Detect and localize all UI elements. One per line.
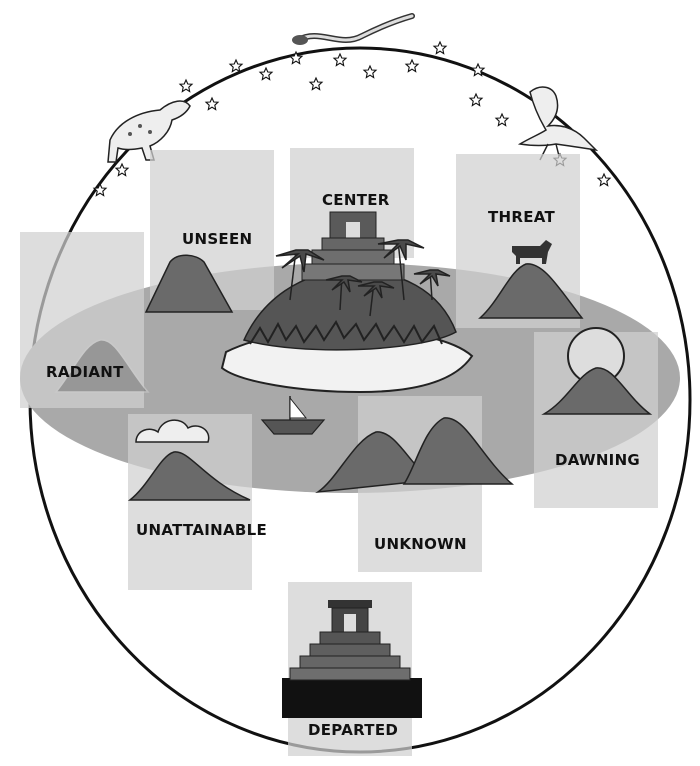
- jaguar-icon: [107, 100, 191, 163]
- departed-temple-icon: [282, 600, 422, 718]
- mountain-unattainable: [127, 419, 251, 501]
- palm-trees-icon: [275, 239, 451, 317]
- label-unknown: UNKNOWN: [374, 535, 467, 553]
- mountain-threat: [478, 240, 584, 319]
- mountain-dawning: [541, 327, 653, 415]
- label-unattainable: UNATTAINABLE: [136, 521, 268, 539]
- label-radiant: RADIANT: [46, 363, 124, 381]
- panel-unattainable: [128, 414, 252, 590]
- serpent-icon: [292, 13, 415, 45]
- label-departed: DEPARTED: [308, 721, 399, 739]
- label-unseen: UNSEEN: [182, 230, 253, 248]
- label-threat: THREAT: [488, 208, 556, 226]
- label-dawning: DAWNING: [555, 451, 641, 469]
- mountain-unknown: [315, 417, 514, 494]
- mountain-unseen: [144, 254, 234, 313]
- boat-icon: [260, 396, 326, 435]
- bull-icon: [512, 240, 552, 264]
- mountain-radiant: [54, 339, 150, 393]
- label-center: CENTER: [322, 191, 390, 209]
- temple-icon: [301, 211, 405, 281]
- central-island: [220, 211, 474, 394]
- cloud-icon: [135, 419, 210, 443]
